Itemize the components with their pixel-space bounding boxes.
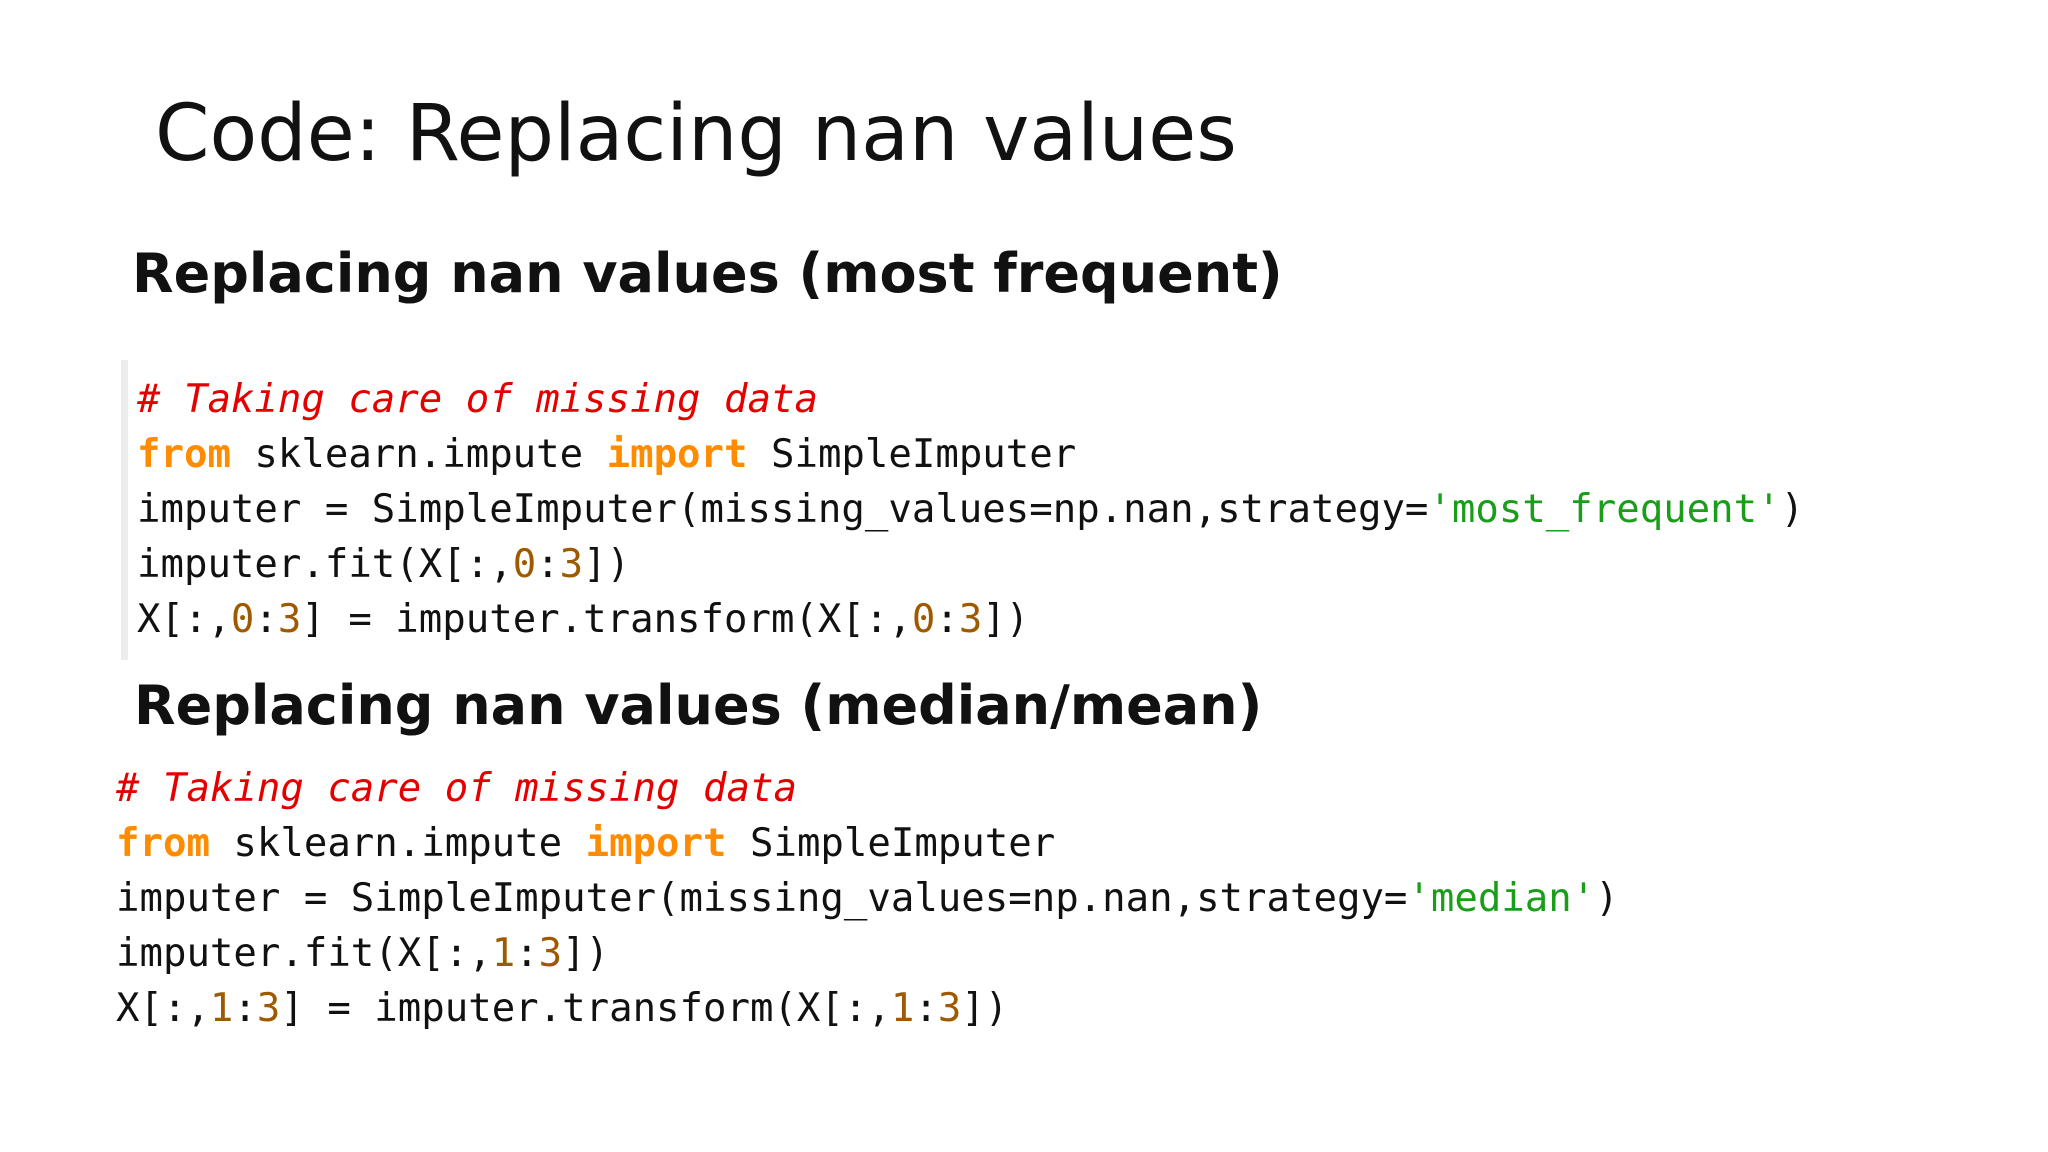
code-number: 1 xyxy=(491,931,516,976)
code-text: X[:, xyxy=(137,597,231,642)
code-line: # Taking care of missing data xyxy=(137,372,1804,427)
code-text: : xyxy=(935,597,959,642)
code-keyword: from xyxy=(116,821,210,866)
code-line: X[:,0:3] = imputer.transform(X[:,0:3]) xyxy=(137,592,1804,647)
code-text: ) xyxy=(1595,876,1619,921)
code-keyword: import xyxy=(585,821,727,866)
code-line: from sklearn.impute import SimpleImputer xyxy=(116,816,1619,871)
code-line: # Taking care of missing data xyxy=(116,761,1619,816)
code-number: 3 xyxy=(277,597,302,642)
code-number: 3 xyxy=(559,542,584,587)
code-text: ]) xyxy=(961,986,1009,1031)
code-text: SimpleImputer xyxy=(726,821,1056,866)
code-text: X[:, xyxy=(116,986,210,1031)
code-keyword: import xyxy=(606,432,748,477)
code-text: imputer = SimpleImputer(missing_values=n… xyxy=(137,487,1429,532)
code-number: 0 xyxy=(911,597,936,642)
code-text: : xyxy=(233,986,257,1031)
code-number: 3 xyxy=(256,986,281,1031)
code-text: SimpleImputer xyxy=(747,432,1077,477)
code-number: 1 xyxy=(209,986,234,1031)
code-text: ]) xyxy=(982,597,1030,642)
section-heading-median-mean: Replacing nan values (median/mean) xyxy=(134,674,1263,737)
code-number: 0 xyxy=(512,542,537,587)
code-text: imputer.fit(X[:, xyxy=(116,931,492,976)
code-line: from sklearn.impute import SimpleImputer xyxy=(137,427,1804,482)
code-line: imputer = SimpleImputer(missing_values=n… xyxy=(116,871,1619,926)
code-text: : xyxy=(914,986,938,1031)
code-number: 3 xyxy=(958,597,983,642)
code-line: imputer.fit(X[:,0:3]) xyxy=(137,537,1804,592)
code-text: : xyxy=(515,931,539,976)
code-number: 0 xyxy=(230,597,255,642)
code-text: sklearn.impute xyxy=(209,821,586,866)
code-number: 3 xyxy=(937,986,962,1031)
code-line: imputer.fit(X[:,1:3]) xyxy=(116,926,1619,981)
code-string: 'most_frequent' xyxy=(1428,487,1781,532)
code-number: 3 xyxy=(538,931,563,976)
code-text: sklearn.impute xyxy=(230,432,607,477)
code-text: : xyxy=(254,597,278,642)
code-line: X[:,1:3] = imputer.transform(X[:,1:3]) xyxy=(116,981,1619,1036)
code-block-border xyxy=(121,360,128,660)
code-text: ] = imputer.transform(X[:, xyxy=(280,986,891,1031)
code-text: : xyxy=(536,542,560,587)
code-block-median: # Taking care of missing data from sklear… xyxy=(116,761,1619,1036)
code-line: imputer = SimpleImputer(missing_values=n… xyxy=(137,482,1804,537)
code-text: imputer.fit(X[:, xyxy=(137,542,513,587)
code-text: ]) xyxy=(583,542,631,587)
section-heading-most-frequent: Replacing nan values (most frequent) xyxy=(132,242,1283,305)
code-comment: # Taking care of missing data xyxy=(116,766,797,811)
code-number: 1 xyxy=(890,986,915,1031)
code-block-most-frequent: # Taking care of missing data from sklear… xyxy=(137,372,1804,647)
code-text: imputer = SimpleImputer(missing_values=n… xyxy=(116,876,1408,921)
code-keyword: from xyxy=(137,432,231,477)
code-comment: # Taking care of missing data xyxy=(137,377,818,422)
code-text: ] = imputer.transform(X[:, xyxy=(301,597,912,642)
slide-title: Code: Replacing nan values xyxy=(155,89,1237,179)
code-text: ]) xyxy=(562,931,610,976)
code-text: ) xyxy=(1780,487,1805,532)
code-string: 'median' xyxy=(1407,876,1596,921)
